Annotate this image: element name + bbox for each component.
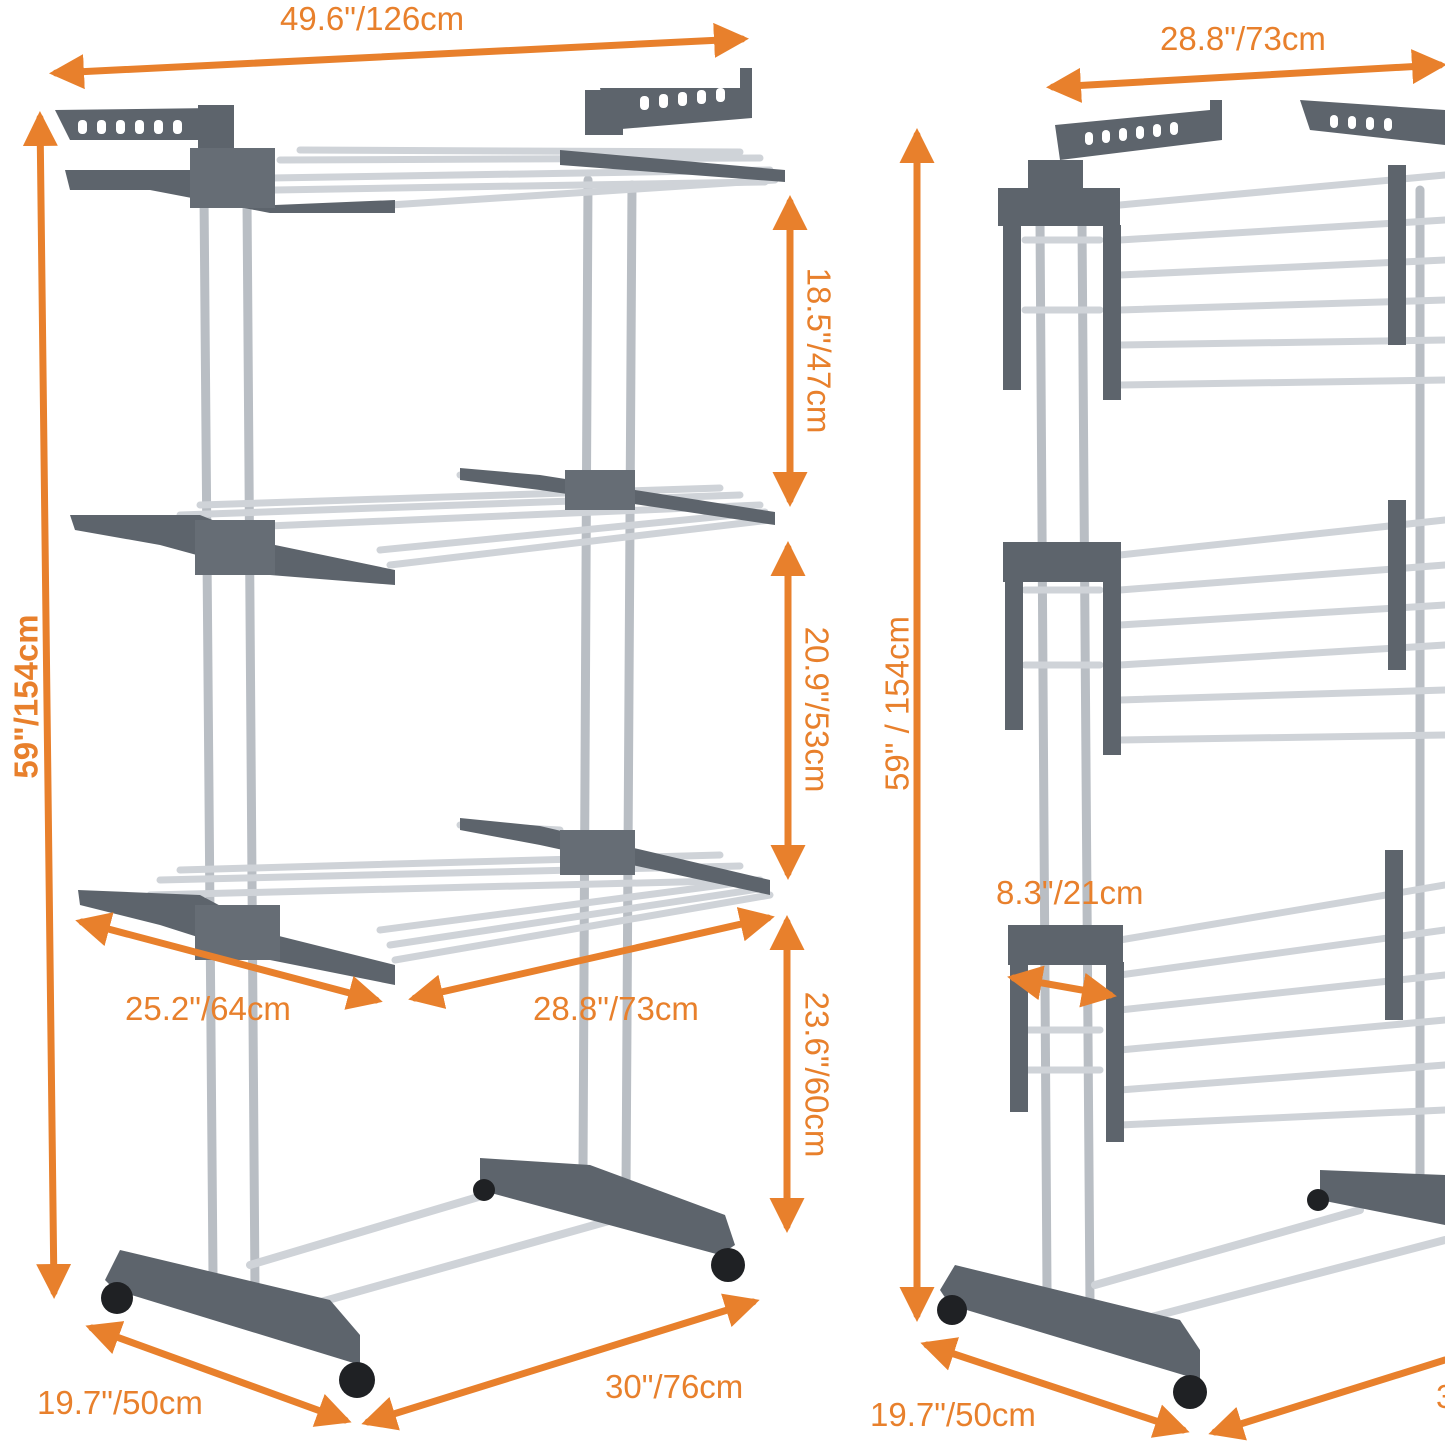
arrow-base-width-right xyxy=(1208,1356,1445,1441)
left-rack-poles xyxy=(199,175,637,1295)
arrow-top-width-right xyxy=(1046,49,1445,103)
label-top-gap: 18.5"/47cm xyxy=(800,267,838,434)
right-top-folded-shelf xyxy=(998,165,1445,400)
label-shelf-width: 28.8"/73cm xyxy=(533,990,699,1027)
label-overall-height-left: 59"/154cm xyxy=(7,614,45,779)
label-bottom-gap: 23.6"/60cm xyxy=(798,991,836,1158)
left-middle-shelf xyxy=(70,468,775,585)
arrow-overall-height-left xyxy=(22,111,72,1299)
left-lower-shelf xyxy=(78,818,774,985)
label-wing-depth: 25.2"/64cm xyxy=(125,990,291,1027)
label-base-width-left: 30"/76cm xyxy=(605,1368,744,1405)
right-lower-folded-shelf xyxy=(1008,850,1445,1142)
right-middle-folded-shelf xyxy=(1003,500,1445,755)
arrow-overall-width-left xyxy=(49,22,749,90)
label-wing-fold: 8.3"/21cm xyxy=(996,874,1144,911)
label-overall-height-right: 59" / 154cm xyxy=(878,616,916,791)
label-base-depth-left: 19.7"/50cm xyxy=(37,1384,203,1421)
arrow-base-depth-left xyxy=(85,1321,352,1427)
arrow-wing-fold xyxy=(1007,965,1117,1008)
left-drying-rack xyxy=(55,68,785,1398)
label-base-depth-right: 19.7"/50cm xyxy=(870,1396,1036,1433)
label-base-width-right-partial: 3 xyxy=(1436,1380,1445,1413)
left-hanger-holes xyxy=(78,88,725,134)
arrow-wing-depth xyxy=(75,912,383,1010)
arrow-base-depth-right xyxy=(920,1337,1190,1438)
label-middle-gap: 20.9"/53cm xyxy=(798,626,836,793)
left-rack-base xyxy=(105,1158,735,1365)
arrow-shelf-width xyxy=(408,907,775,1009)
right-drying-rack-folded xyxy=(937,100,1445,1409)
label-top-width-right: 28.8"/73cm xyxy=(1160,20,1326,57)
arrow-base-width-left xyxy=(361,1293,760,1431)
dimension-arrows xyxy=(22,22,1445,1441)
label-overall-width-left: 49.6"/126cm xyxy=(280,0,465,37)
left-top-shelf xyxy=(65,146,785,213)
